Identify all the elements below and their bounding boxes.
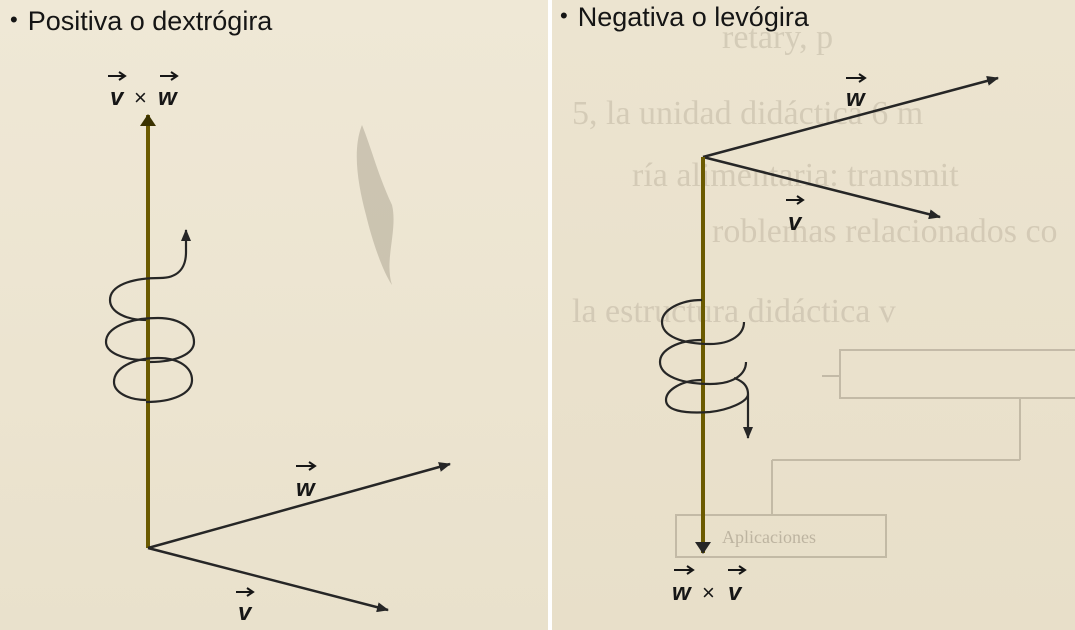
arrow-accent-icon — [674, 565, 695, 575]
bleed-line: retary, p — [722, 19, 833, 56]
label-w: w — [296, 475, 316, 502]
vector-w — [702, 76, 999, 159]
arrow-accent-icon — [846, 73, 867, 83]
arrow-accent-icon — [108, 71, 127, 81]
rotation-helix-icon — [664, 376, 748, 438]
label-v: v — [788, 209, 803, 236]
rotation-helix-icon — [104, 316, 196, 364]
arrow-accent-icon — [296, 461, 317, 471]
vector-v — [147, 546, 389, 613]
bleed-through-flowchart — [675, 349, 1075, 558]
rotation-helix-icon — [112, 356, 194, 404]
label-v: v — [238, 599, 253, 626]
arrow-accent-icon — [236, 587, 255, 597]
vector-w — [147, 462, 451, 550]
diagram-negative: retary, p 5, la unidad didáctica 6 m ría… — [572, 19, 1075, 606]
label-v-cross-w-op: × — [134, 85, 147, 110]
label-w-cross-v-op: × — [702, 580, 715, 605]
diagram-positive: v × w w v — [104, 71, 451, 626]
heading-negative: • Negativa o levógira — [560, 2, 809, 33]
vector-v — [702, 155, 941, 220]
panel-positive: • Positiva o dextrógira — [0, 0, 548, 630]
label-w-cross-v-v: v — [728, 579, 743, 606]
arrow-accent-icon — [160, 71, 179, 81]
bleed-line: la estructura didáctica v — [572, 293, 896, 330]
bullet-icon: • — [560, 3, 568, 28]
bleed-line: ría alimentaria: transmit — [632, 157, 959, 194]
arrow-accent-icon — [728, 565, 747, 575]
rotation-helix-icon — [108, 229, 191, 322]
rotation-helix-icon — [660, 298, 746, 346]
bleed-line: roblemas relacionados co — [712, 213, 1058, 250]
bleed-box-label: Aplicaciones — [722, 527, 816, 547]
label-w-cross-v-w: w — [672, 579, 692, 606]
label-w: w — [846, 85, 866, 112]
arrow-accent-icon — [786, 195, 805, 205]
heading-positive-text: Positiva o dextrógira — [27, 6, 273, 36]
panel-negative: retary, p 5, la unidad didáctica 6 m ría… — [552, 0, 1075, 630]
heading-positive: • Positiva o dextrógira — [10, 6, 272, 37]
bleed-through-text: retary, p 5, la unidad didáctica 6 m ría… — [572, 19, 1058, 330]
heading-negative-text: Negativa o levógira — [577, 2, 809, 32]
bullet-icon: • — [10, 7, 18, 32]
bleed-line: 5, la unidad didáctica 6 m — [572, 95, 923, 132]
label-v-cross-w-w: w — [158, 84, 178, 111]
smudge-mark — [356, 125, 394, 285]
label-v-cross-w-v: v — [110, 84, 125, 111]
